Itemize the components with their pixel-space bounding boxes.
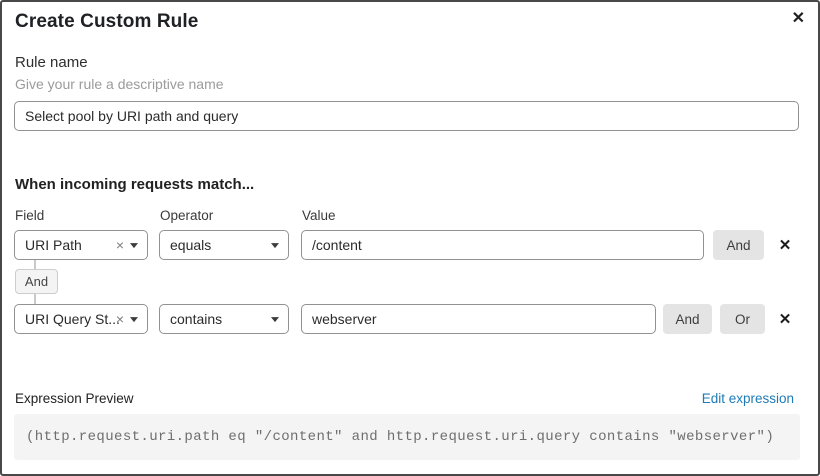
clear-field-icon[interactable]: × bbox=[115, 237, 124, 253]
and-button-row2[interactable]: And bbox=[663, 304, 712, 334]
operator-select-row2[interactable]: contains bbox=[159, 304, 289, 334]
dialog-title: Create Custom Rule bbox=[15, 11, 199, 32]
chevron-down-icon bbox=[271, 243, 279, 249]
operator-select-row1-value: equals bbox=[170, 237, 212, 253]
chevron-down-icon bbox=[271, 317, 279, 323]
connector-line bbox=[34, 260, 36, 270]
expression-preview-label: Expression Preview bbox=[15, 391, 134, 406]
rule-name-input[interactable] bbox=[14, 101, 799, 131]
rule-name-label: Rule name bbox=[15, 54, 88, 71]
expression-preview-code: (http.request.uri.path eq "/content" and… bbox=[14, 414, 800, 460]
field-select-row2-value: URI Query St... bbox=[25, 311, 120, 327]
field-select-row1-value: URI Path bbox=[25, 237, 82, 253]
clear-field-icon[interactable]: × bbox=[115, 311, 124, 327]
rule-name-hint: Give your rule a descriptive name bbox=[15, 76, 224, 92]
operator-select-row2-value: contains bbox=[170, 311, 223, 327]
field-select-row2[interactable]: URI Query St... × bbox=[14, 304, 148, 334]
operator-select-row1[interactable]: equals bbox=[159, 230, 289, 260]
remove-row-icon[interactable]: ✕ bbox=[778, 311, 792, 328]
chevron-down-icon bbox=[130, 317, 138, 323]
remove-row-icon[interactable]: ✕ bbox=[778, 237, 792, 254]
value-input-row2[interactable] bbox=[301, 304, 656, 334]
value-column-label: Value bbox=[302, 208, 336, 223]
connector-line bbox=[34, 294, 36, 304]
field-select-row1[interactable]: URI Path × bbox=[14, 230, 148, 260]
connector-and-badge[interactable]: And bbox=[15, 269, 58, 294]
match-section-heading: When incoming requests match... bbox=[15, 176, 255, 193]
close-icon[interactable]: ✕ bbox=[791, 10, 805, 27]
value-input-row1[interactable] bbox=[301, 230, 704, 260]
or-button-row2[interactable]: Or bbox=[720, 304, 765, 334]
operator-column-label: Operator bbox=[160, 208, 214, 223]
edit-expression-link[interactable]: Edit expression bbox=[701, 391, 794, 406]
chevron-down-icon bbox=[130, 243, 138, 249]
field-column-label: Field bbox=[15, 208, 45, 223]
and-button-row1[interactable]: And bbox=[713, 230, 764, 260]
